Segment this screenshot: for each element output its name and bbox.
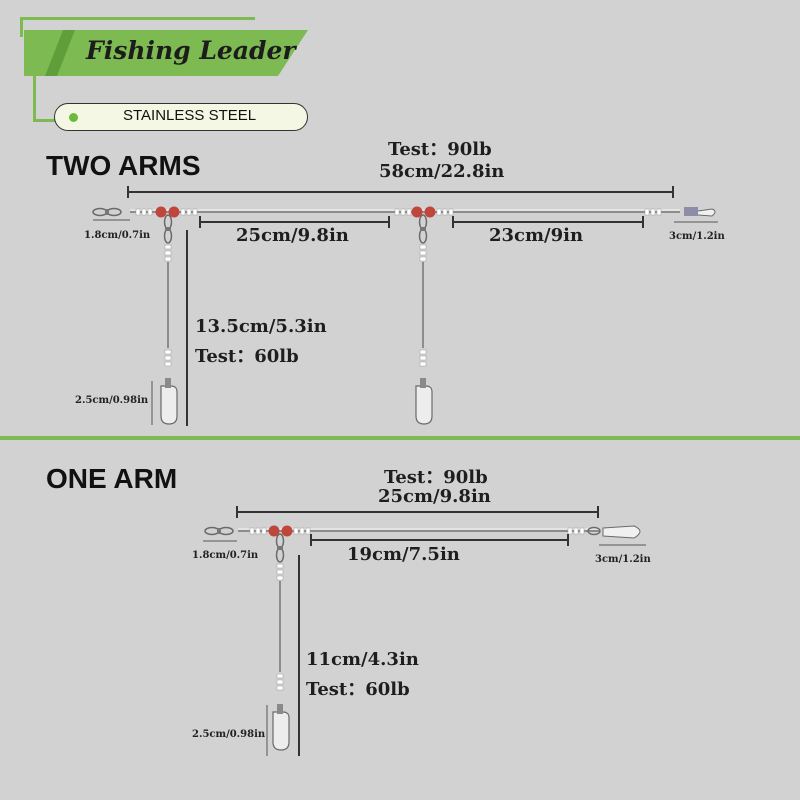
bead-icon [168,206,180,218]
two-arms-main-test: Test：90lb [388,139,492,160]
bead-icon [155,206,167,218]
header-frame-connector [33,76,36,122]
one-arm-segment-1-dimension [310,534,569,546]
header-frame-left [20,17,23,37]
two-arms-right-end-length: 3cm/1.2in [669,231,725,242]
header-frame-connector-h [33,119,58,122]
two-arms-total-dimension-line [127,186,674,198]
two-arms-total-length: 58cm/22.8in [379,161,505,182]
one-arm-right-end-length: 3cm/1.2in [595,554,651,565]
section-title-two-arms: TWO ARMS [46,150,201,181]
bullet-icon [69,113,78,122]
one-arm-arm-test: Test：60lb [306,679,410,700]
two-arms-segment-2: 23cm/9in [489,225,584,246]
two-arms-arm-length: 13.5cm/5.3in [195,316,327,337]
page-title: Fishing Leader [86,36,296,65]
bead-icon [424,206,436,218]
one-arm-snap-length: 2.5cm/0.98in [192,729,266,740]
two-arms-segment-1-dimension [199,216,390,228]
two-arms-left-swivel-icon [92,207,122,217]
one-arm-left-end-length: 1.8cm/0.7in [192,550,259,561]
one-arm-total-dimension-line [236,506,599,518]
one-arm-main-test: Test：90lb [384,467,488,488]
material-badge [54,103,308,131]
section-title-one-arm: ONE ARM [46,463,178,494]
two-arms-arm-2 [415,214,433,425]
two-arms-segment-1: 25cm/9.8in [236,225,349,246]
two-arms-arm-1 [160,214,178,425]
section-divider [0,436,800,440]
one-arm-arm-length: 11cm/4.3in [306,649,419,670]
two-arms-left-end-length: 1.8cm/0.7in [84,230,151,241]
banner [58,30,308,76]
two-arms-right-snap-icon [684,207,716,217]
two-arms-snap-length: 2.5cm/0.98in [75,395,149,406]
one-arm-segment-1: 19cm/7.5in [347,544,460,565]
one-arm-total-length: 25cm/9.8in [378,486,491,507]
two-arms-arm-test: Test：60lb [195,346,299,367]
one-arm-arm [272,533,290,751]
material-label: STAINLESS STEEL [123,107,257,124]
one-arm-left-swivel-icon [204,526,234,536]
bead-icon [281,525,293,537]
bead-icon [411,206,423,218]
one-arm-right-snap-icon [587,525,641,539]
bead-icon [268,525,280,537]
header-frame-top [20,17,255,20]
two-arms-segment-2-dimension [452,216,644,228]
